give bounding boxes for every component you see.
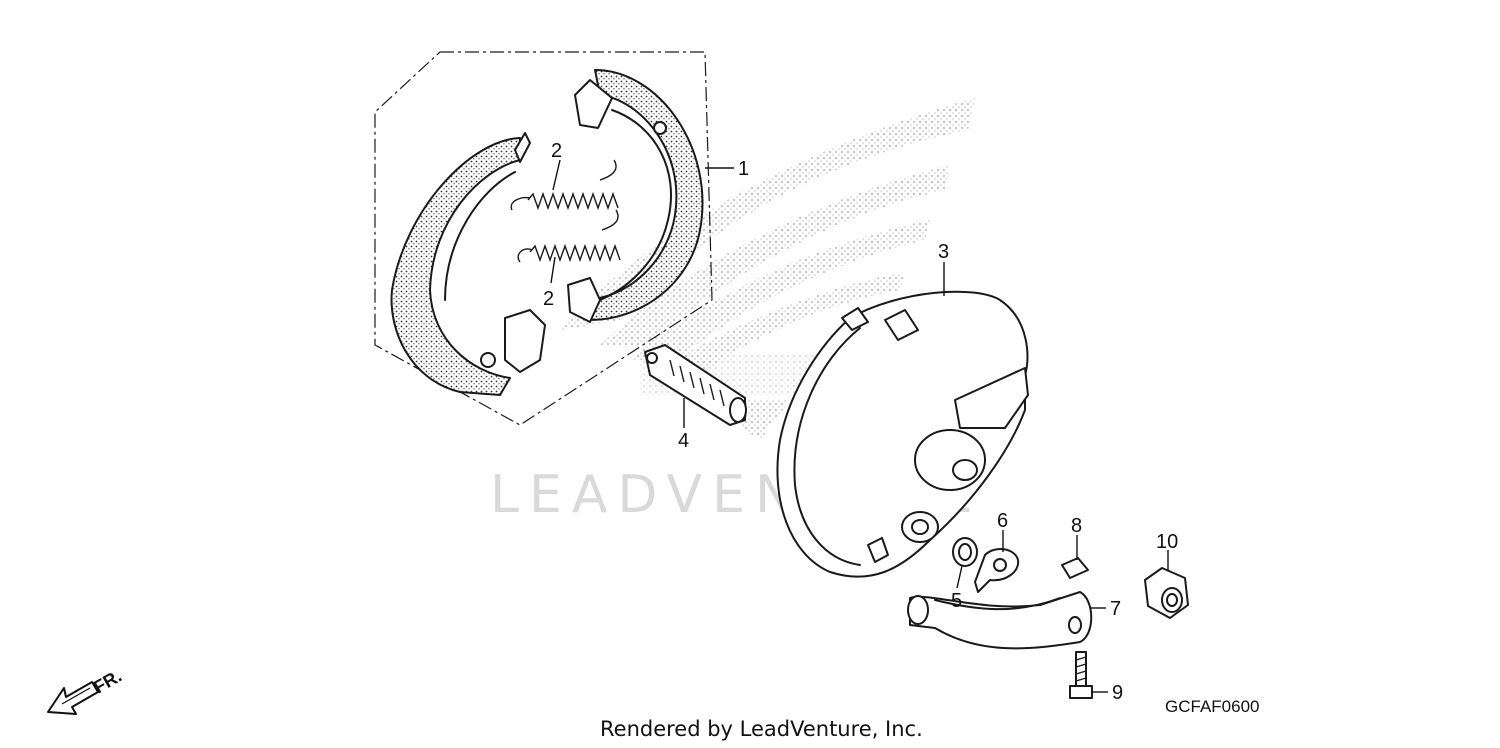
brake-shoe-right — [567, 69, 704, 323]
front-direction-arrow-icon — [47, 681, 99, 715]
callout-10: 10 — [1156, 531, 1178, 553]
flange-nut — [1144, 567, 1189, 619]
callout-7: 7 — [1110, 598, 1121, 620]
callout-9: 9 — [1112, 682, 1123, 704]
wear-indicator-plate — [974, 548, 1020, 593]
bolt — [1069, 651, 1093, 699]
callout-1: 1 — [738, 158, 749, 180]
callout-8: 8 — [1071, 515, 1082, 537]
brake-arm — [907, 591, 1093, 650]
callout-4: 4 — [678, 430, 689, 452]
diagram-code: GCFAF0600 — [1165, 697, 1260, 716]
spring-lower — [517, 209, 621, 263]
callout-2-upper: 2 — [551, 140, 562, 162]
brake-cam — [644, 344, 747, 426]
brake-panel — [776, 290, 1029, 578]
brake-shoe-left — [390, 132, 546, 396]
clip — [1061, 557, 1089, 579]
dust-seal — [952, 537, 978, 567]
leader-lines — [550, 159, 1169, 693]
footer-credit: Rendered by LeadVenture, Inc. — [600, 717, 923, 741]
callout-6: 6 — [997, 510, 1008, 532]
spring-upper — [510, 159, 619, 211]
callout-2-lower: 2 — [543, 288, 554, 310]
callout-3: 3 — [938, 241, 949, 263]
callout-5: 5 — [951, 590, 962, 612]
